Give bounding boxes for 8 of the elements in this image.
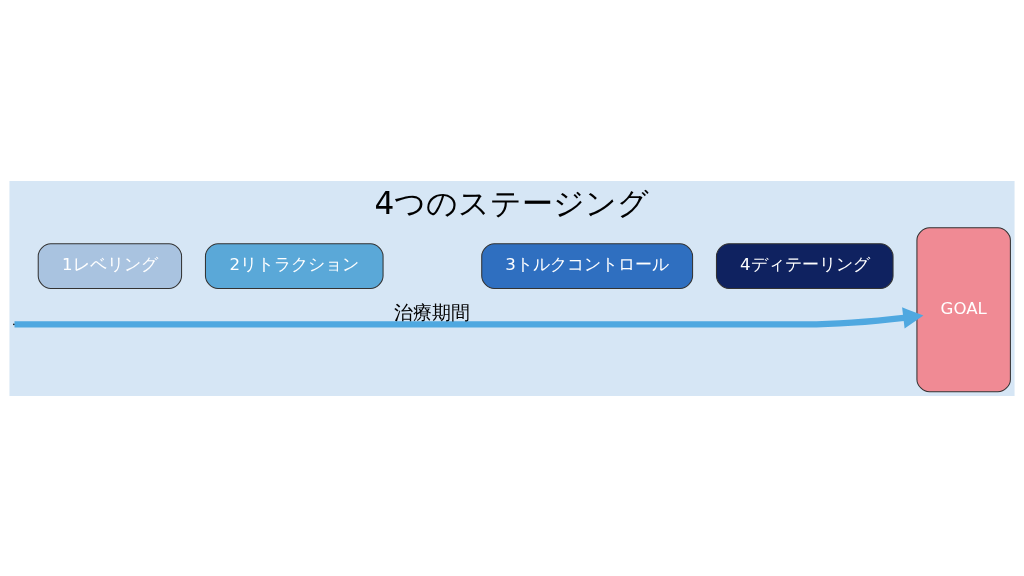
diagram-title: 4つのステージング [374,184,650,221]
arrow [14,306,924,328]
node-box: 2リトラクション [204,242,384,289]
node-box: GOAL [916,226,1011,392]
node-box: 3トルクコントロール [481,242,694,289]
node-box: 1レベリング [37,242,183,289]
edge-label: 治療期間 [394,301,471,323]
node-box: 4ディテーリング [715,242,894,289]
